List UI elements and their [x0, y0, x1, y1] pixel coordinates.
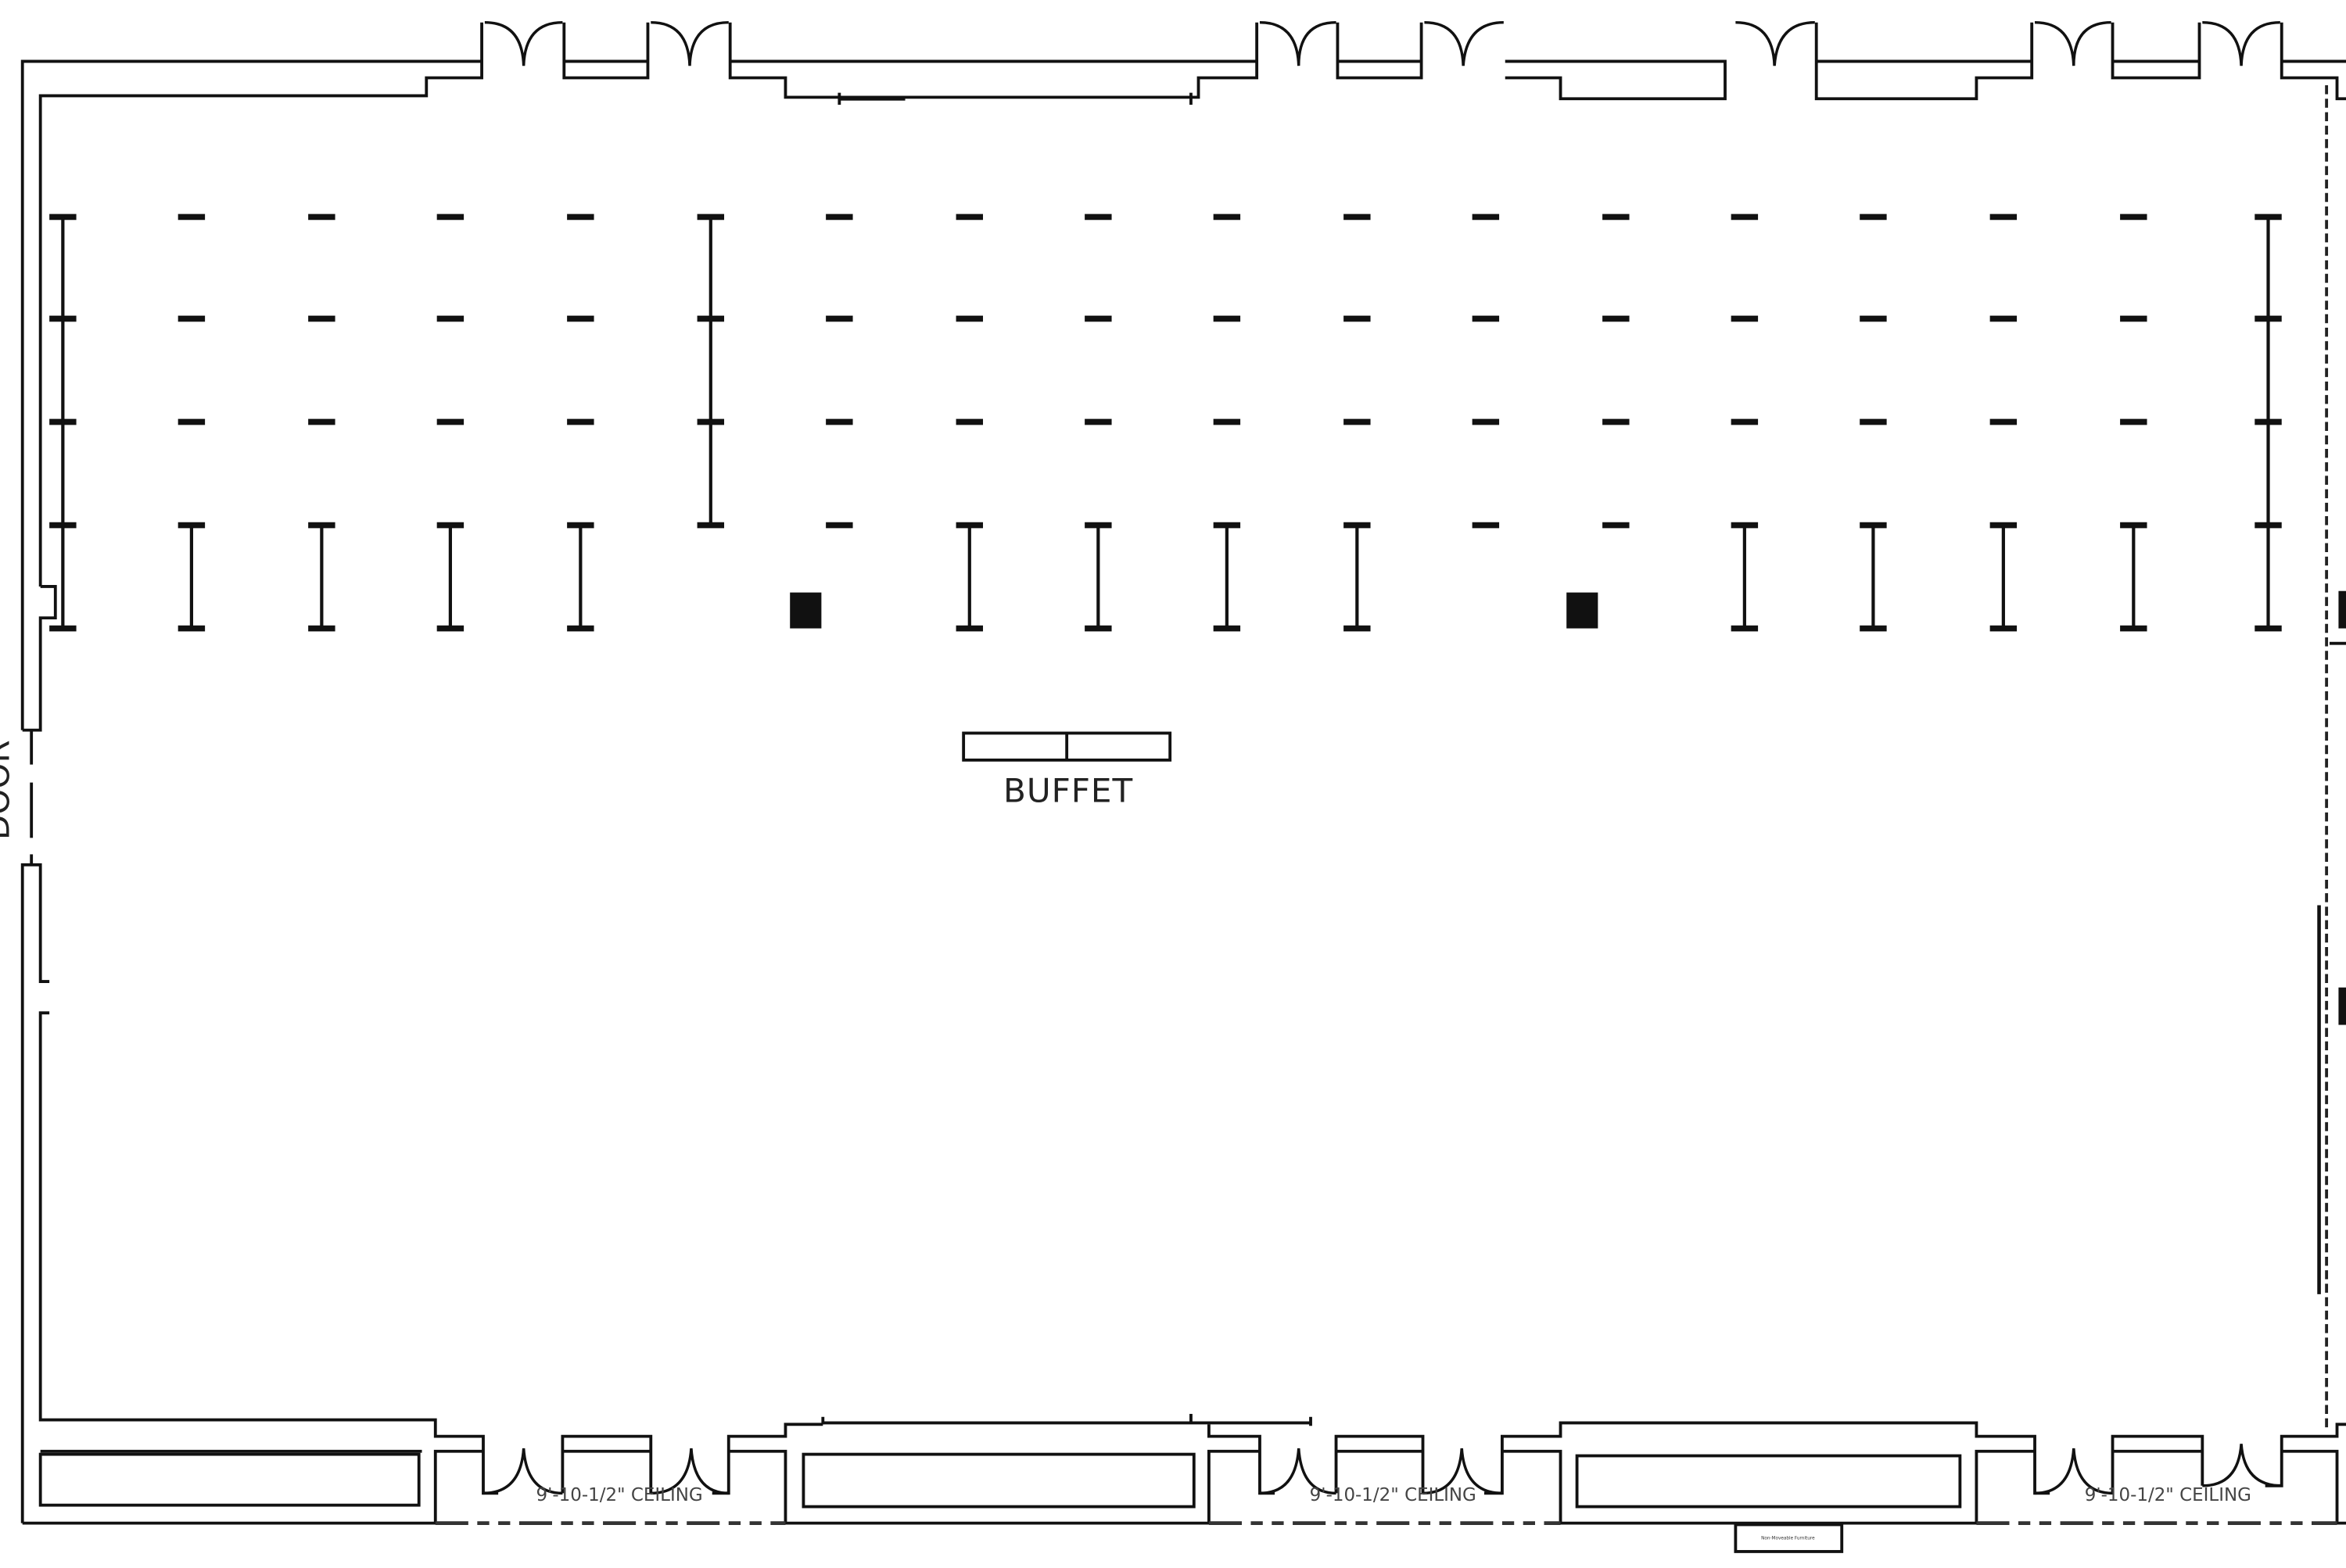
bottom-doors — [482, 1444, 2282, 1495]
door-label: DOOR — [0, 740, 16, 840]
ceiling-label-right: 9'-10-1/2" CEILING — [2085, 1485, 2251, 1505]
door-icon — [2202, 1444, 2282, 1487]
buffet-label: BUFFET — [1003, 771, 1133, 809]
door-icon — [482, 1448, 563, 1495]
door-icon — [651, 1448, 729, 1495]
non-moveable-furniture-label: Non-Moveable Furniture — [1761, 1537, 1815, 1541]
ceiling-label-center: 9'-10-1/2" CEILING — [1310, 1485, 1476, 1505]
ceiling-label-left: 9'-10-1/2" CEILING — [536, 1485, 703, 1505]
bottom-storage — [38, 1452, 1962, 1553]
door-icon — [1259, 1448, 1336, 1495]
door-icon — [1424, 20, 1504, 66]
storage-box-right — [1575, 1454, 1962, 1509]
door-icon — [2035, 20, 2111, 66]
door-icon — [1735, 20, 1815, 66]
door-icon — [1259, 20, 1336, 66]
door-icon — [2202, 20, 2280, 66]
top-doors — [484, 20, 2280, 66]
top-inner-wall — [38, 22, 483, 587]
storage-box-left — [38, 1452, 421, 1507]
top-outer-wall — [20, 59, 482, 730]
left-lower-wall — [20, 863, 50, 1523]
pillar-icon — [790, 592, 822, 629]
seating-grid — [49, 213, 2282, 632]
door-icon — [1422, 1448, 1502, 1495]
walls — [20, 22, 2346, 1525]
non-moveable-furniture-box — [1734, 1523, 1844, 1553]
door-icon — [484, 20, 563, 66]
door-icon — [2035, 1448, 2113, 1495]
buffet: BUFFET — [962, 731, 1172, 809]
door-icon — [651, 20, 729, 66]
storage-box-center — [802, 1452, 1196, 1509]
pillar-icon — [1566, 592, 1598, 629]
